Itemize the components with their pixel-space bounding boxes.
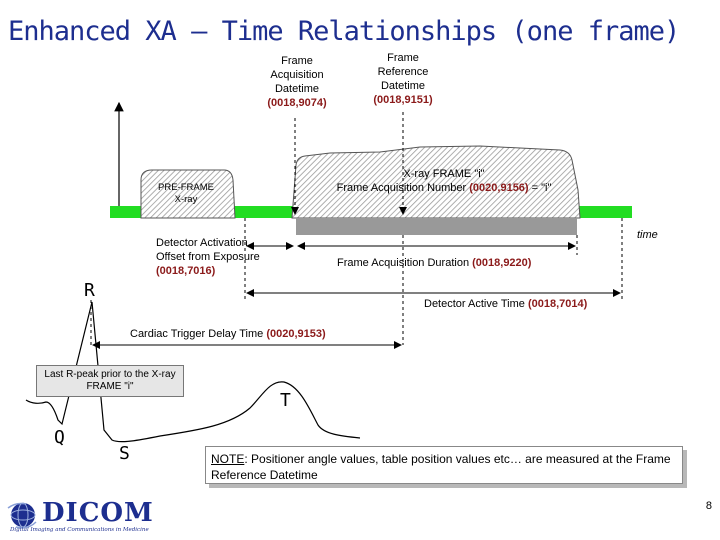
globe-icon [7, 502, 37, 529]
ecg-waveform [25, 301, 361, 443]
last-rpeak-box: Last R-peak prior to the X-ray FRAME "i" [36, 365, 184, 397]
r-peak-label: R [84, 280, 95, 301]
detector-activation-label: Detector Activation Offset from Exposure… [156, 237, 260, 277]
page-title: Enhanced XA – Time Relationships (one fr… [8, 16, 680, 47]
q-wave-label: Q [54, 427, 65, 448]
detector-active-label: Detector Active Time (0018,7014) [424, 298, 588, 310]
cardiac-delay-label: Cardiac Trigger Delay Time (0020,9153) [130, 328, 326, 340]
ref-datetime-label: Frame Reference Datetime (0018,9151) [373, 52, 433, 106]
xray-frame-label: X-ray FRAME "i" Frame Acquisition Number… [336, 168, 552, 194]
t-wave-label: T [280, 390, 291, 411]
preframe-label: PRE-FRAME X-ray [158, 182, 214, 205]
time-axis-label: time [637, 229, 658, 241]
page-number: 8 [705, 500, 712, 512]
note-box: NOTE: Positioner angle values, table pos… [205, 446, 683, 484]
detector-active-bar [296, 218, 577, 235]
s-wave-label: S [119, 443, 130, 464]
acq-datetime-label: Frame Acquisition Datetime (0018,9074) [267, 55, 327, 109]
dicom-logo: DICOM Digital Imaging and Communications… [6, 498, 156, 538]
preframe-pulse [140, 169, 236, 219]
xray-frame-pulse [291, 145, 581, 219]
frame-acq-duration-label: Frame Acquisition Duration (0018,9220) [337, 257, 532, 269]
